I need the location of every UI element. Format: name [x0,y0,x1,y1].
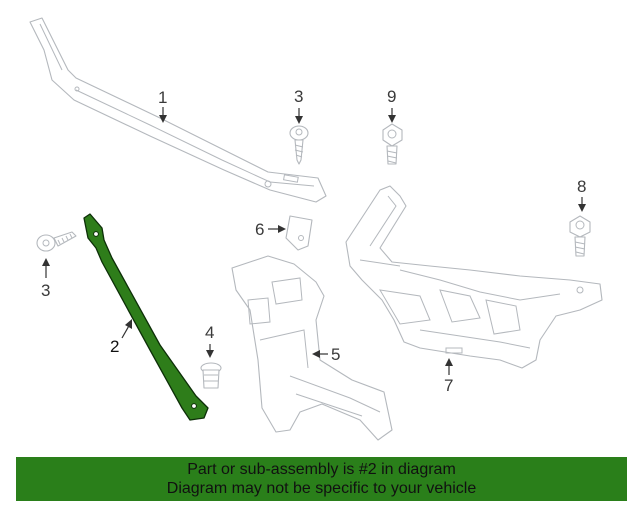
part-3-screw-left [36,231,77,252]
part-2-brace [83,213,209,421]
callout-9: 9 [387,87,396,106]
callout-8: 8 [577,177,586,196]
banner-line-1: Part or sub-assembly is #2 in diagram [187,461,456,478]
callout-3-left: 3 [41,281,50,300]
part-6-clip [285,215,313,251]
banner-line-2: Diagram may not be specific to your vehi… [166,480,477,497]
part-3-screw-top [289,125,309,165]
callout-5: 5 [331,345,340,364]
callout-4: 4 [205,323,214,342]
parts-diagram: 1 2 3 3 9 8 [29,17,603,441]
callout-3-top: 3 [294,87,303,106]
callout-2: 2 [110,337,119,356]
part-5-air-duct [231,255,393,441]
part-9-bolt [382,123,403,165]
part-8-bolt [569,215,591,257]
part-7-bracket-assembly [345,185,603,369]
info-banner: Part or sub-assembly is #2 in diagram Di… [16,457,627,501]
callout-6: 6 [255,220,264,239]
callout-7: 7 [444,376,453,395]
part-1-support-bar [29,17,327,203]
callout-1: 1 [158,88,167,107]
part-4-clip [200,362,222,389]
